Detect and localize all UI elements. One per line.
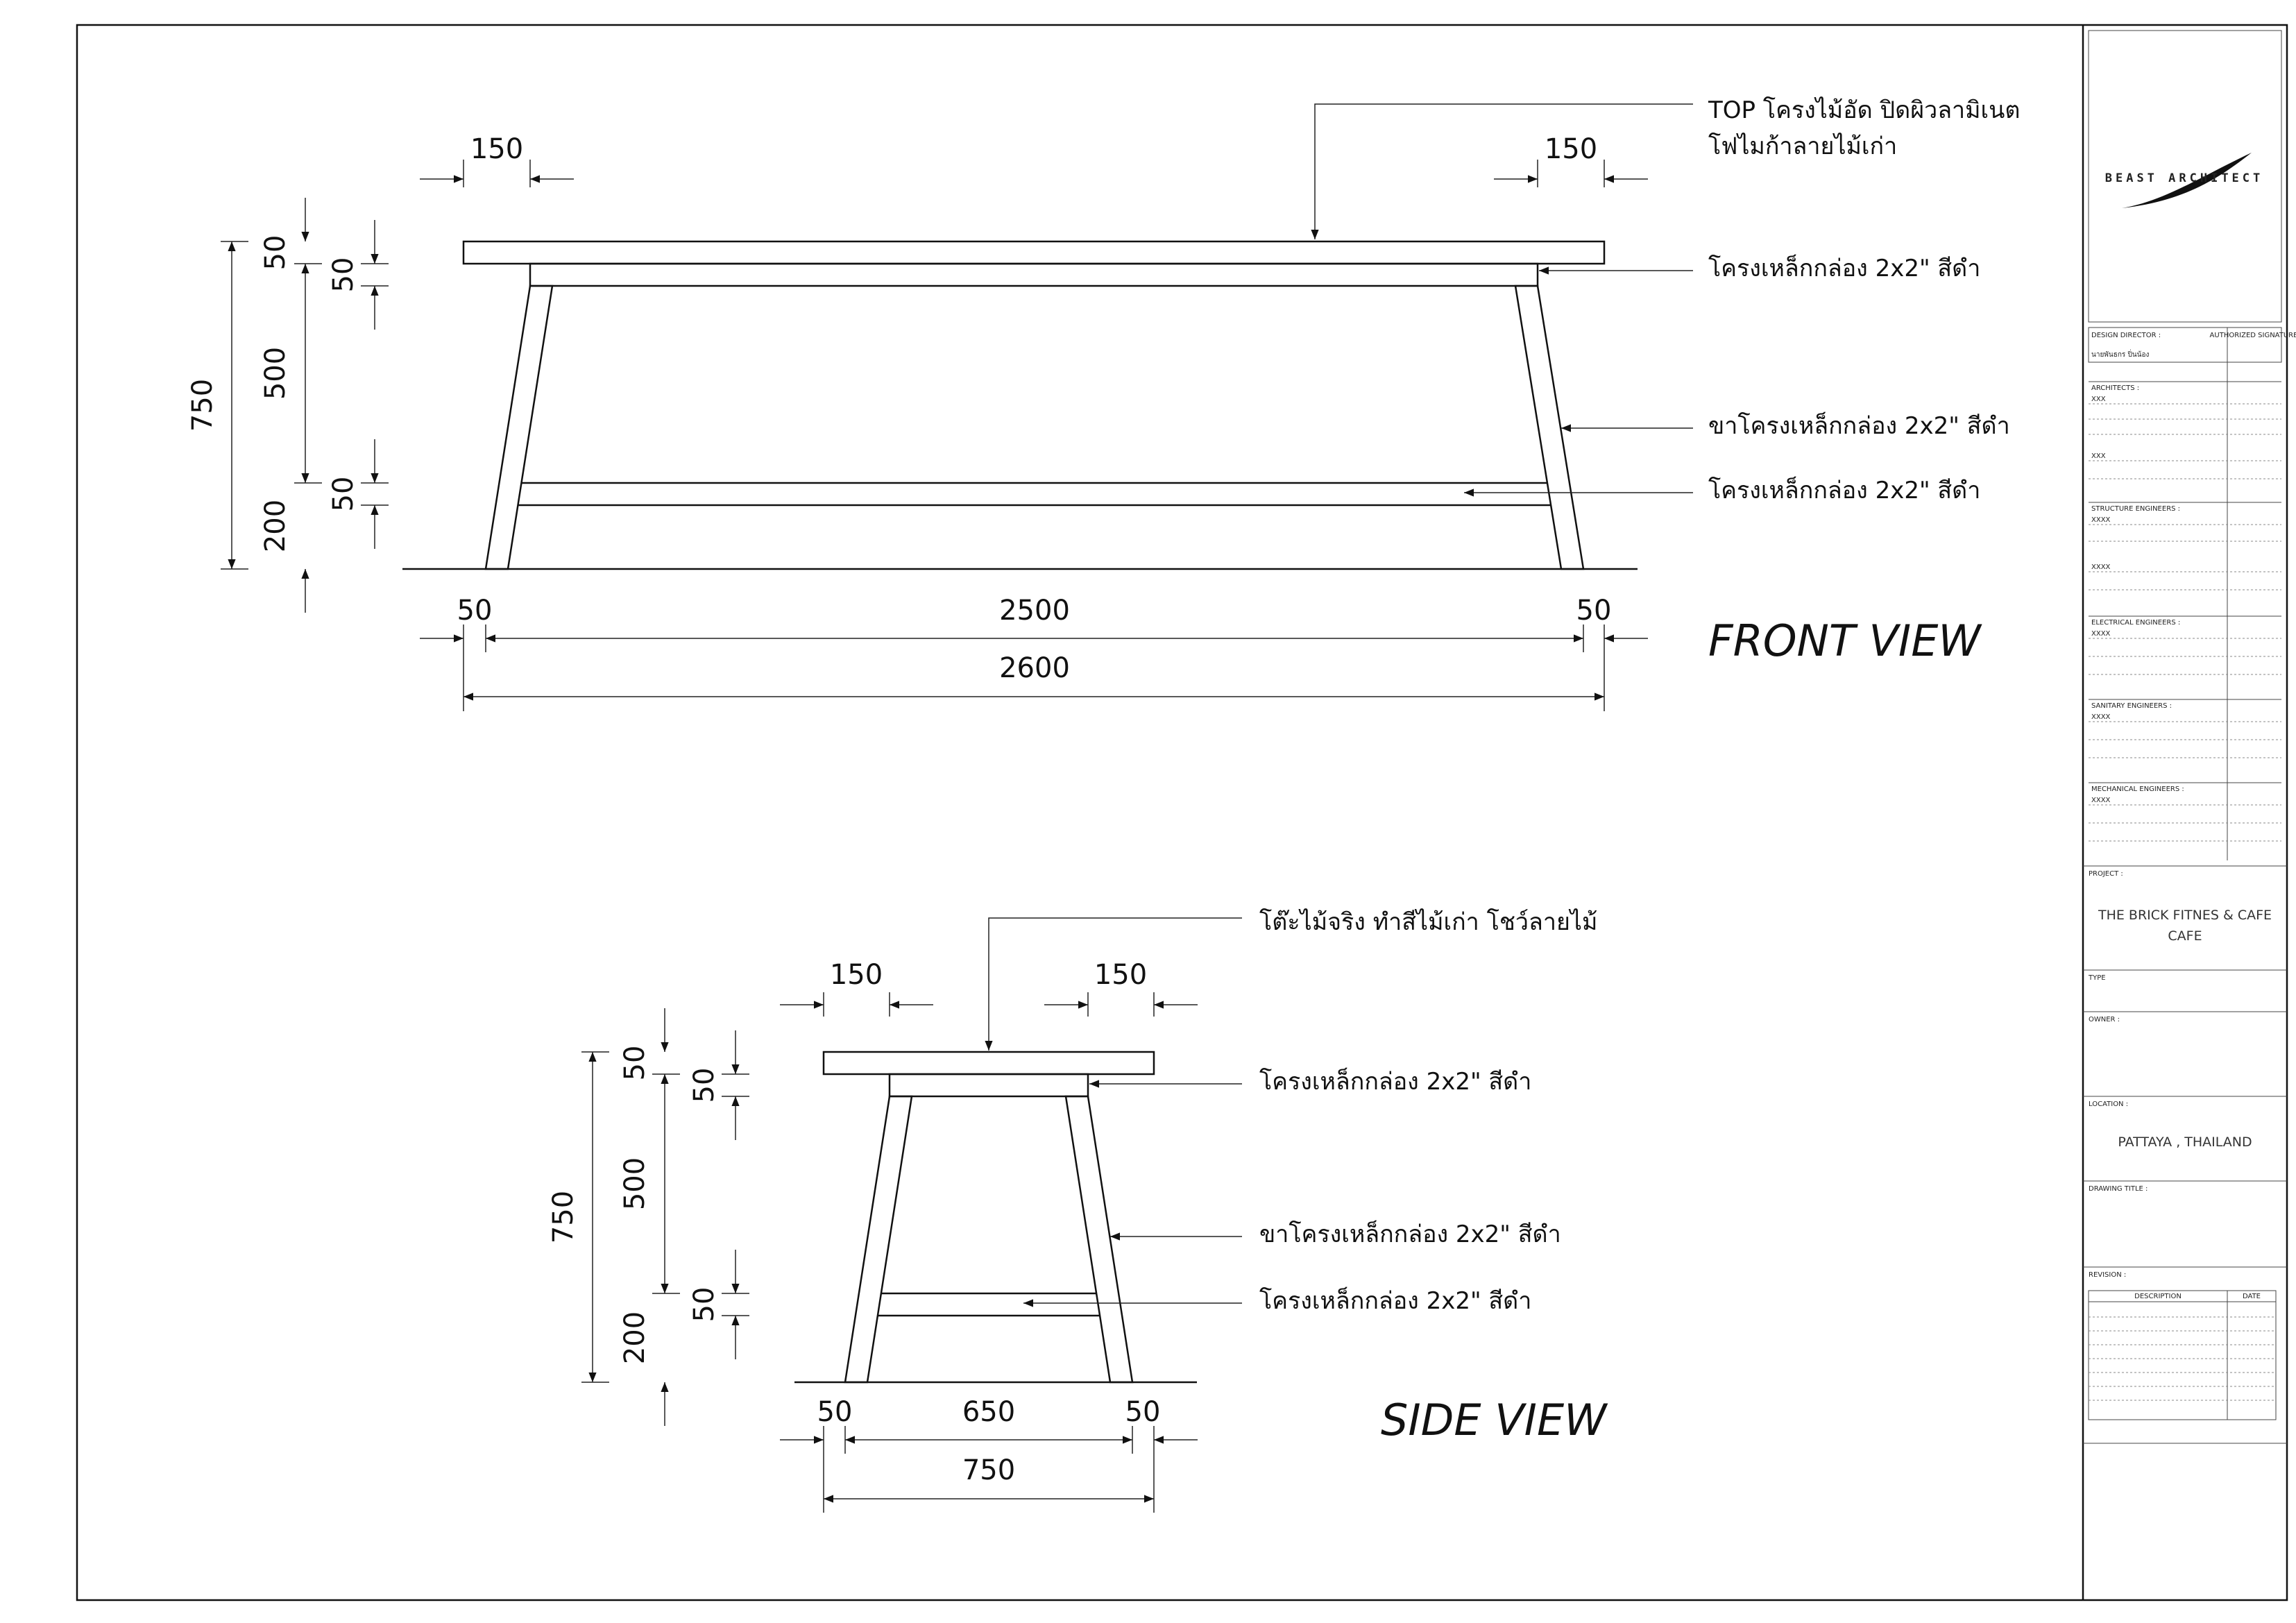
architects-value-2: XXX <box>2091 452 2106 460</box>
sanitary-value: XXXX <box>2091 713 2111 721</box>
side-note-top: โต๊ะไม้จริง ทำสีไม้เก่า โชว์ลายไม้ <box>1259 908 1597 936</box>
mechanical-value: XXXX <box>2091 797 2111 804</box>
side-dim-leg-right: 50 <box>1125 1396 1161 1428</box>
front-dim-foot-clearance: 200 <box>260 500 291 552</box>
side-right-leg <box>1064 1095 1134 1384</box>
front-dim-top-thickness: 50 <box>260 235 291 271</box>
design-director-value: นายพันธกร ปิ่นน้อง <box>2091 349 2149 359</box>
front-view: 150 150 750 50 500 200 50 50 <box>187 96 2021 711</box>
front-dim-apron-height: 50 <box>328 257 359 293</box>
side-dim-inner-span: 650 <box>962 1396 1015 1428</box>
side-dim-top-left-overhang: 150 <box>830 959 883 991</box>
title-block: BEAST ARCHITECT DESIGN DIRECTOR : AUTHOR… <box>2083 30 2296 1444</box>
project-label: PROJECT : <box>2089 870 2123 878</box>
front-dim-leg-left: 50 <box>457 595 493 627</box>
front-dim-overall-height: 750 <box>187 379 219 432</box>
electrical-value: XXXX <box>2091 630 2111 638</box>
location-value: PATTAYA , THAILAND <box>2118 1135 2252 1150</box>
structure-value-2: XXXX <box>2091 563 2111 571</box>
side-dim-overall-height: 750 <box>547 1191 579 1243</box>
side-dim-foot-clearance: 200 <box>619 1311 651 1364</box>
side-dim-stretcher-height: 50 <box>688 1287 720 1323</box>
logo-box <box>2088 30 2282 323</box>
front-dim-top-left-overhang: 150 <box>470 133 523 165</box>
design-director-label: DESIGN DIRECTOR : <box>2091 332 2161 339</box>
project-name: THE BRICK FITNES & CAFE <box>2098 908 2272 923</box>
side-table-top <box>822 1051 1155 1076</box>
front-dim-leg-span: 500 <box>260 347 291 400</box>
structure-value-1: XXXX <box>2091 516 2111 524</box>
front-dim-overall-length: 2600 <box>999 652 1070 684</box>
authorized-label: AUTHORIZED SIGNATURE <box>2210 332 2296 339</box>
owner-label: OWNER : <box>2089 1016 2120 1023</box>
project-subname: CAFE <box>2168 928 2202 944</box>
mechanical-label: MECHANICAL ENGINEERS : <box>2091 785 2184 793</box>
sheet-border <box>76 24 2288 1601</box>
revision-date-header: DATE <box>2243 1293 2261 1300</box>
side-view-title: SIDE VIEW <box>1381 1395 1608 1445</box>
side-dim-top-right-overhang: 150 <box>1094 959 1147 991</box>
side-left-leg <box>844 1095 913 1384</box>
drawing-title-label: DRAWING TITLE : <box>2089 1185 2148 1193</box>
front-view-title: FRONT VIEW <box>1708 615 1982 666</box>
type-label: TYPE <box>2088 974 2106 982</box>
side-dim-top-thickness: 50 <box>619 1046 651 1081</box>
side-dim-leg-left: 50 <box>817 1396 853 1428</box>
front-note-apron: โครงเหล็กกล่อง 2x2" สีดำ <box>1708 254 1980 282</box>
architects-label: ARCHITECTS : <box>2091 384 2139 392</box>
front-dim-top-right-overhang: 150 <box>1545 133 1597 165</box>
side-note-leg: ขาโครงเหล็กกล่อง 2x2" สีดำ <box>1259 1220 1561 1248</box>
side-note-apron: โครงเหล็กกล่อง 2x2" สีดำ <box>1259 1067 1531 1096</box>
side-apron <box>888 1073 1089 1098</box>
location-label: LOCATION : <box>2089 1101 2128 1108</box>
front-dim-stretcher-height: 50 <box>328 477 359 512</box>
front-note-top-line2: โฟไมก้าลายไม้เก่า <box>1708 133 1897 160</box>
front-table-top <box>462 240 1606 265</box>
front-note-leg: ขาโครงเหล็กกล่อง 2x2" สีดำ <box>1708 411 2010 440</box>
side-dim-overall-depth: 750 <box>962 1454 1015 1486</box>
side-dim-apron-height: 50 <box>688 1068 720 1103</box>
front-note-top-line1: TOP โครงไม้อัด ปิดผิวลามิเนต <box>1708 96 2021 124</box>
electrical-label: ELECTRICAL ENGINEERS : <box>2091 619 2180 627</box>
side-dim-leg-span: 500 <box>619 1157 651 1210</box>
front-apron <box>529 262 1539 287</box>
front-right-leg <box>1514 284 1585 570</box>
front-left-leg <box>484 284 554 570</box>
logo-text: BEAST ARCHITECT <box>2105 171 2264 185</box>
front-dim-inner-span: 2500 <box>999 595 1070 627</box>
revision-description-header: DESCRIPTION <box>2134 1293 2182 1300</box>
front-note-stretcher: โครงเหล็กกล่อง 2x2" สีดำ <box>1708 476 1980 504</box>
side-note-stretcher: โครงเหล็กกล่อง 2x2" สีดำ <box>1259 1286 1531 1315</box>
front-dim-leg-right: 50 <box>1576 595 1612 627</box>
sanitary-label: SANITARY ENGINEERS : <box>2091 702 2172 710</box>
side-view: 150 150 750 50 500 200 50 50 <box>547 908 1608 1513</box>
revision-label: REVISION : <box>2089 1271 2126 1279</box>
structure-label: STRUCTURE ENGINEERS : <box>2091 505 2180 513</box>
architects-value-1: XXX <box>2091 396 2106 403</box>
